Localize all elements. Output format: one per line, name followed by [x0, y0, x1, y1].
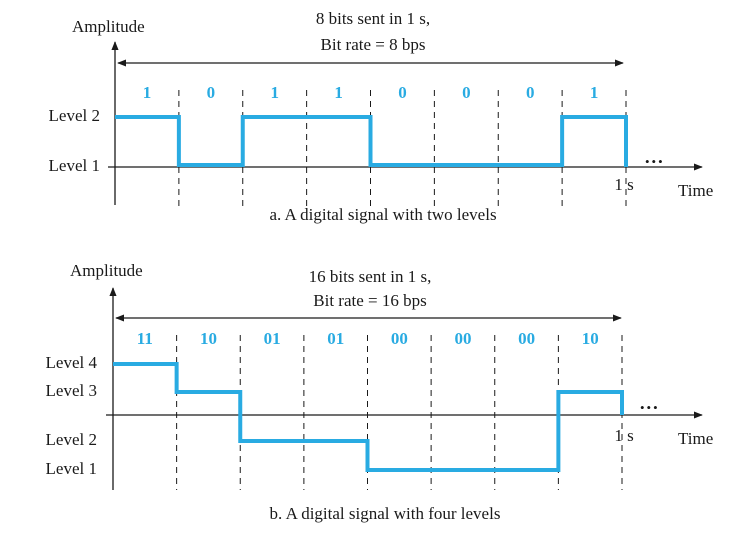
a-caption: a. A digital signal with two levels [269, 205, 496, 224]
a-bit-label: 0 [207, 83, 216, 102]
a-bit-label: 0 [398, 83, 407, 102]
a-level-1-label: Level 1 [49, 156, 100, 175]
b-bit-separators [176, 335, 623, 490]
a-ellipsis: ••• [645, 154, 665, 169]
b-level-4-label: Level 4 [46, 353, 98, 372]
a-signal-waveform [115, 115, 628, 167]
a-bit-label: 1 [334, 83, 343, 102]
b-y-axis-label: Amplitude [70, 261, 143, 280]
a-bit-label: 1 [590, 83, 599, 102]
b-ellipsis: ••• [640, 400, 660, 415]
a-bit-label: 0 [462, 83, 471, 102]
a-bit-separators [178, 90, 627, 207]
b-x-axis-label: Time [678, 429, 713, 448]
b-bit-label: 00 [518, 329, 535, 348]
a-level-2-label: Level 2 [49, 106, 100, 125]
a-bit-label: 1 [143, 83, 152, 102]
b-bit-label: 01 [264, 329, 281, 348]
b-level-2-label: Level 2 [46, 430, 97, 449]
b-bit-label: 00 [454, 329, 471, 348]
a-x-axis-label: Time [678, 181, 713, 200]
a-header-line2: Bit rate = 8 bps [321, 35, 426, 54]
b-bit-labels: 11 10 01 01 00 00 00 10 [137, 329, 599, 348]
b-bit-label: 01 [327, 329, 344, 348]
b-bit-label: 11 [137, 329, 153, 348]
b-signal-waveform [113, 362, 624, 472]
b-bit-label: 10 [582, 329, 599, 348]
a-y-axis-label: Amplitude [72, 17, 145, 36]
a-bit-labels: 1 0 1 1 0 0 0 1 [143, 83, 599, 102]
a-header-line1: 8 bits sent in 1 s, [316, 9, 430, 28]
b-header-line2: Bit rate = 16 bps [313, 291, 426, 310]
a-tick-1s: 1 s [614, 175, 633, 194]
a-bit-label: 1 [270, 83, 279, 102]
b-bit-label: 10 [200, 329, 217, 348]
diagram-a: Amplitude 8 bits sent in 1 s, Bit rate =… [49, 9, 714, 224]
b-tick-1s: 1 s [614, 426, 633, 445]
b-level-3-label: Level 3 [46, 381, 97, 400]
b-bit-label: 00 [391, 329, 408, 348]
diagram-b: Amplitude 16 bits sent in 1 s, Bit rate … [46, 261, 714, 523]
b-caption: b. A digital signal with four levels [270, 504, 501, 523]
b-level-1-label: Level 1 [46, 459, 97, 478]
a-bit-label: 0 [526, 83, 535, 102]
b-header-line1: 16 bits sent in 1 s, [309, 267, 432, 286]
